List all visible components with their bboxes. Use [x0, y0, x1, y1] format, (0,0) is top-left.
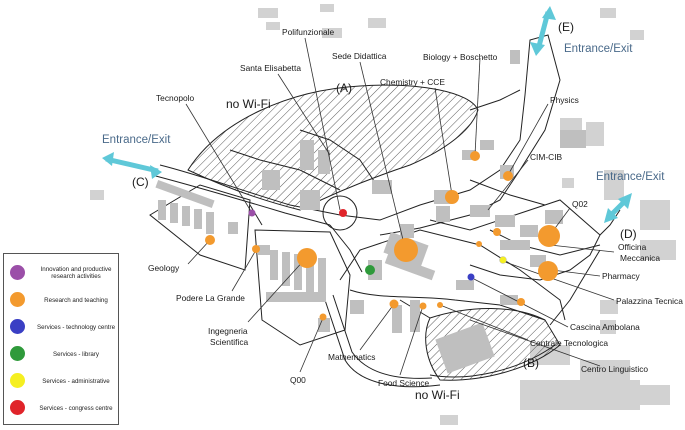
zone-letter-b: (B)	[523, 356, 539, 370]
place-label-podere[interactable]: Podere La Grande	[176, 293, 245, 303]
place-label-centrale[interactable]: Centrale Tecnologica	[530, 338, 608, 348]
marker-ingegneria[interactable]	[297, 248, 317, 268]
zone-letter-d: (D)	[620, 227, 637, 241]
legend-item-innovation: Innovation and productive research activ…	[10, 262, 118, 284]
zone-letter-e: (E)	[558, 20, 574, 34]
entrance-arrow-d	[604, 193, 632, 223]
place-label-q02[interactable]: Q02	[572, 199, 588, 209]
marker-mathematics[interactable]	[389, 299, 399, 309]
background-buildings	[90, 4, 676, 425]
marker-food-science[interactable]	[419, 302, 427, 310]
marker-sede-didattica[interactable]	[394, 238, 418, 262]
no-wifi-zone-north	[187, 84, 479, 211]
road-network	[149, 34, 621, 388]
place-label-sede-didattica[interactable]: Sede Didattica	[332, 51, 387, 61]
legend-swatch-technology	[10, 319, 25, 334]
marker-centro-linguistico[interactable]	[437, 302, 443, 308]
marker-administrative[interactable]	[499, 256, 507, 264]
place-label-officina[interactable]: Officina	[618, 242, 647, 252]
marker-officina[interactable]	[493, 228, 501, 236]
place-label-tecnopolo[interactable]: Tecnopolo	[156, 93, 195, 103]
category-markers	[205, 151, 560, 321]
legend-swatch-library	[10, 346, 25, 361]
place-label-polifunzionale[interactable]: Polifunzionale	[282, 27, 334, 37]
place-label-chemistry[interactable]: Chemistry + CCE	[380, 77, 445, 87]
place-label-ingegneria-line2: Scientifica	[210, 337, 249, 347]
place-labels: Polifunzionale Sede Didattica Santa Elis…	[148, 27, 683, 388]
zone-letter-a: (A)	[336, 81, 352, 95]
marker-santa-elisabetta[interactable]	[248, 209, 256, 217]
legend-swatch-administrative	[10, 373, 25, 388]
place-label-centro-linguistico[interactable]: Centro Linguistico	[581, 364, 648, 374]
legend-item-research: Research and teaching	[10, 289, 118, 311]
legend-label-library: Services - library	[52, 350, 100, 358]
marker-chemistry[interactable]	[445, 190, 459, 204]
place-label-physics[interactable]: Physics	[550, 95, 579, 105]
marker-pharmacy[interactable]	[538, 261, 558, 281]
legend-label-congress: Services - congress centre	[39, 404, 113, 412]
place-label-food-science[interactable]: Food Science	[378, 378, 430, 388]
place-label-geology[interactable]: Geology	[148, 263, 180, 273]
place-label-q00[interactable]: Q00	[290, 375, 306, 385]
place-label-palazzina[interactable]: Palazzina Tecnica	[616, 296, 683, 306]
marker-q00[interactable]	[319, 313, 327, 321]
marker-biology[interactable]	[470, 151, 480, 161]
marker-cascina[interactable]	[517, 298, 525, 306]
marker-polifunzionale[interactable]	[339, 209, 347, 217]
place-label-officina-line2: Meccanica	[620, 253, 660, 263]
no-wifi-label-north: no Wi-Fi	[226, 97, 271, 111]
entrance-label-c: Entrance/Exit	[102, 134, 171, 146]
legend-label-innovation: Innovation and productive research activ…	[40, 266, 112, 280]
legend-item-technology: Services - technology centre	[10, 316, 118, 338]
leader-lines	[185, 37, 615, 376]
marker-geology[interactable]	[205, 235, 215, 245]
legend-label-technology: Services - technology centre	[36, 323, 116, 331]
entrance-arrow-c	[102, 152, 162, 179]
legend-label-research: Research and teaching	[44, 296, 108, 304]
entrance-arrow-e	[530, 6, 556, 56]
legend-swatch-congress	[10, 400, 25, 415]
place-label-cim-cib[interactable]: CIM-CIB	[530, 152, 563, 162]
legend-item-administrative: Services - administrative	[10, 370, 118, 392]
marker-centrale-tecnologica[interactable]	[467, 273, 475, 281]
marker-q02[interactable]	[538, 225, 560, 247]
marker-cim-cib[interactable]	[476, 241, 482, 247]
legend-label-administrative: Services - administrative	[42, 377, 110, 385]
map-legend: Innovation and productive research activ…	[3, 253, 119, 425]
place-label-pharmacy[interactable]: Pharmacy	[602, 271, 641, 281]
marker-podere[interactable]	[252, 245, 260, 253]
place-label-mathematics[interactable]: Mathematics	[328, 352, 375, 362]
entrance-label-d: Entrance/Exit	[596, 171, 665, 183]
entrance-label-e: Entrance/Exit	[564, 43, 633, 55]
legend-item-congress: Services - congress centre	[10, 397, 118, 419]
marker-physics[interactable]	[503, 171, 513, 181]
place-label-biology[interactable]: Biology + Boschetto	[423, 52, 498, 62]
legend-item-library: Services - library	[10, 343, 118, 365]
no-wifi-label-south: no Wi-Fi	[415, 388, 460, 402]
zone-letter-c: (C)	[132, 175, 149, 189]
place-label-santa-elisabetta[interactable]: Santa Elisabetta	[240, 63, 301, 73]
legend-swatch-research	[10, 292, 25, 307]
place-label-cascina[interactable]: Cascina Ambolana	[570, 322, 640, 332]
marker-library[interactable]	[365, 265, 375, 275]
legend-swatch-innovation	[10, 265, 25, 280]
place-label-ingegneria[interactable]: Ingegneria	[208, 326, 248, 336]
